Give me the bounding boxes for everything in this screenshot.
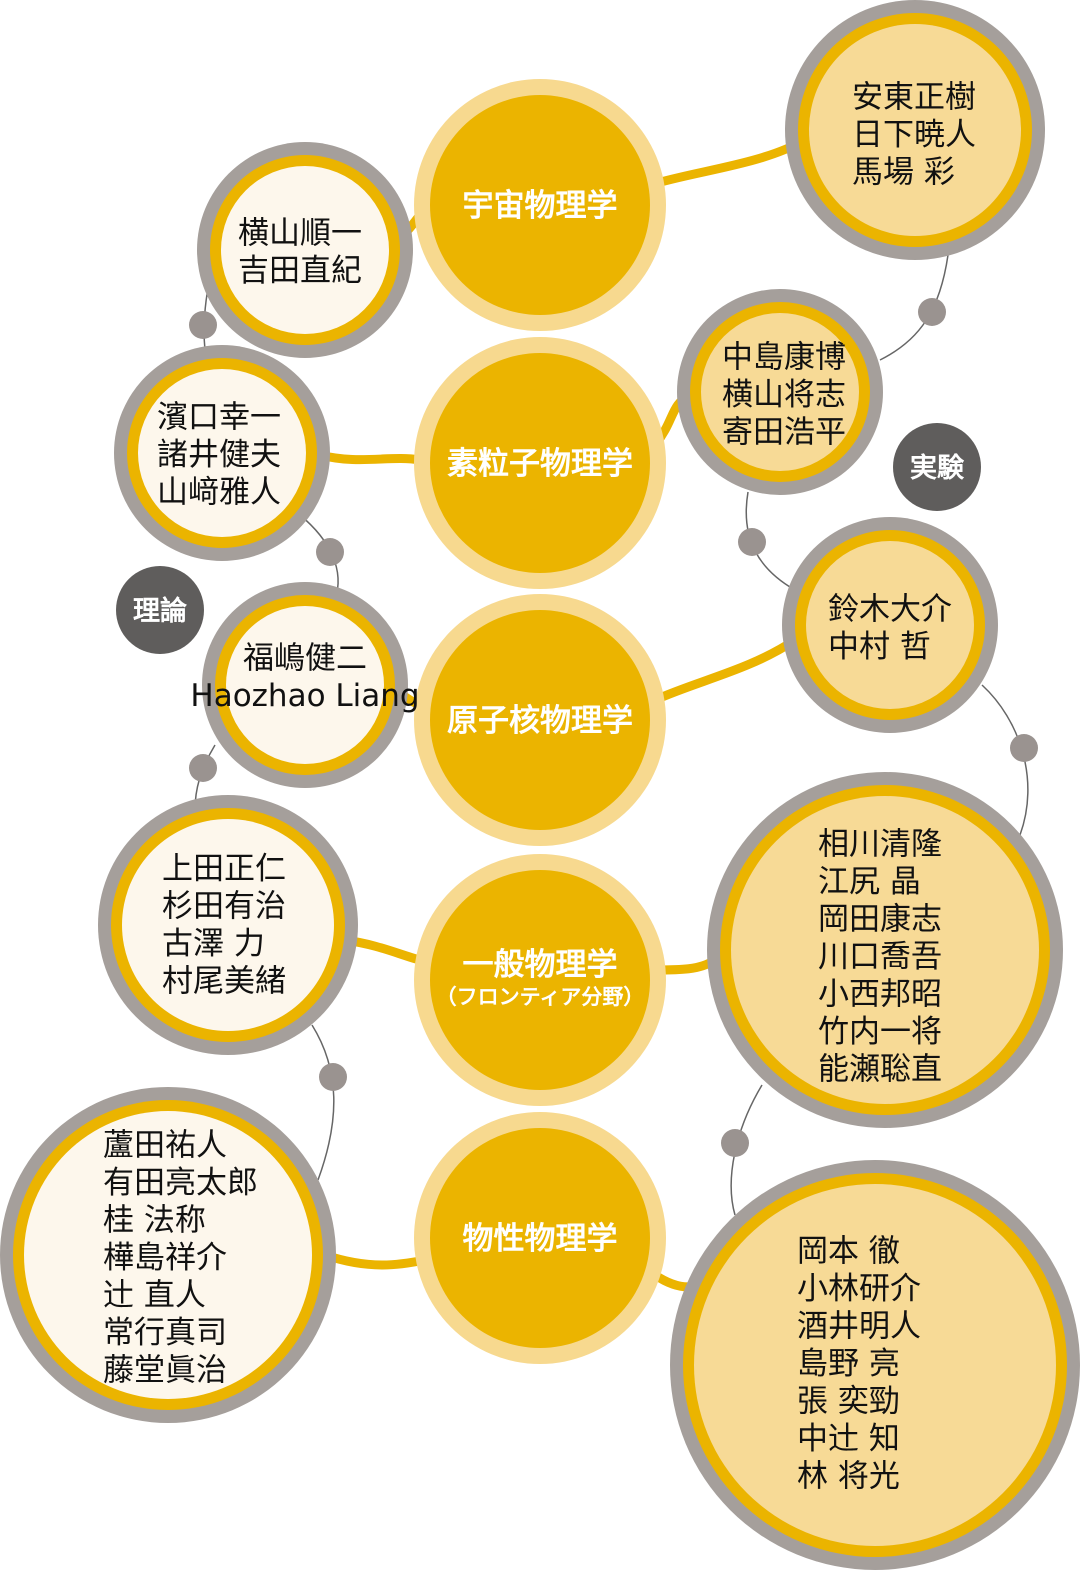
topic-circle: 原子核物理学 <box>414 594 666 846</box>
topic-label: 物性物理学 <box>463 1221 618 1257</box>
member-name: 岡田康志 <box>818 902 942 938</box>
member-name: 吉田直紀 <box>238 253 362 289</box>
member-name: 安東正樹 <box>852 80 976 116</box>
member-name: 山﨑雅人 <box>157 475 281 511</box>
topic-label: 原子核物理学 <box>447 703 633 739</box>
member-name: 中辻 知 <box>797 1421 900 1457</box>
member-name: 諸井健夫 <box>157 437 281 473</box>
member-name: 日下暁人 <box>852 117 976 153</box>
member-name: 鈴木大介 <box>828 591 952 627</box>
member-name: 岡本 徹 <box>797 1234 900 1270</box>
member-name: 中村 哲 <box>828 629 931 665</box>
member-name: 常行真司 <box>103 1315 227 1351</box>
topic-connector <box>318 450 421 465</box>
member-name: 藤堂眞治 <box>103 1353 227 1389</box>
member-name: 川口喬吾 <box>818 939 942 975</box>
member-name: 福嶋健二 <box>243 640 367 676</box>
experiment-badge: 実験 <box>893 423 981 511</box>
member-name: 中島康博 <box>722 340 846 376</box>
topic-circle: 物性物理学 <box>414 1112 666 1364</box>
member-name: 蘆田祐人 <box>103 1128 227 1164</box>
member-name: 寄田浩平 <box>722 415 846 451</box>
member-name: 竹内一将 <box>818 1014 942 1050</box>
connector-dot <box>918 298 946 326</box>
topic-circle: 素粒子物理学 <box>414 337 666 589</box>
member-name: 杉田有治 <box>162 888 286 924</box>
member-name: Haozhao Liang <box>190 678 419 714</box>
member-name: 有田亮太郎 <box>103 1165 258 1201</box>
member-name: 馬場 彩 <box>852 155 955 191</box>
topic-connector <box>648 136 808 190</box>
member-name: 小林研介 <box>797 1271 921 1307</box>
connector-dot <box>189 311 217 339</box>
member-name: 桂 法称 <box>103 1203 206 1239</box>
topic-connector <box>653 636 798 705</box>
member-name: 村尾美緒 <box>162 963 286 999</box>
member-name: 上田正仁 <box>162 851 286 887</box>
member-name: 島野 亮 <box>797 1346 900 1382</box>
member-name: 辻 直人 <box>103 1278 206 1314</box>
member-name: 相川清隆 <box>818 827 942 863</box>
relation-line <box>311 1024 335 1181</box>
topic-sublabel: （フロンティア分野） <box>436 985 645 1009</box>
topic-label: 一般物理学 <box>463 947 618 983</box>
member-name: 江尻 晶 <box>818 864 921 900</box>
member-name: 横山将志 <box>722 377 846 413</box>
member-name: 小西邦昭 <box>818 977 942 1013</box>
connector-dot <box>721 1129 749 1157</box>
theory-badge: 理論 <box>116 566 204 654</box>
theory-badge-label: 理論 <box>133 595 187 627</box>
member-name: 横山順一 <box>238 215 362 251</box>
member-name: 樺島祥介 <box>103 1240 227 1276</box>
topic-label: 素粒子物理学 <box>447 446 633 482</box>
member-name: 古澤 力 <box>162 926 265 962</box>
topic-connector <box>323 1250 426 1270</box>
connector-dot <box>319 1063 347 1091</box>
member-name: 林 将光 <box>797 1459 900 1495</box>
topic-circle: 宇宙物理学 <box>414 79 666 331</box>
topic-label: 宇宙物理学 <box>463 188 618 224</box>
member-name: 能瀬聡直 <box>818 1052 942 1088</box>
topic-circle: 一般物理学（フロンティア分野） <box>414 854 666 1106</box>
connector-dot <box>1010 734 1038 762</box>
member-name: 酒井明人 <box>797 1309 921 1345</box>
experiment-badge-label: 実験 <box>910 452 965 484</box>
member-name: 張 奕勁 <box>797 1384 900 1420</box>
member-name: 濱口幸一 <box>157 400 281 436</box>
connector-dot <box>738 528 766 556</box>
connector-dot <box>316 538 344 566</box>
connector-dot <box>189 754 217 782</box>
